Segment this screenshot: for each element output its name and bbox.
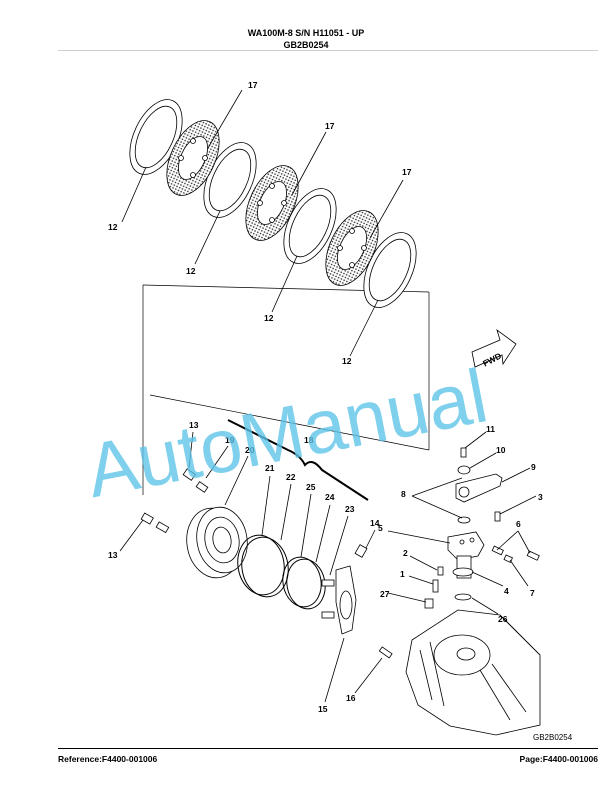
model-serial-title: WA100M-8 S/N H11051 - UP <box>247 28 365 38</box>
header-divider <box>58 50 598 51</box>
callout-11: 11 <box>486 424 495 434</box>
seal-rings <box>237 534 326 610</box>
footer-divider <box>58 748 598 749</box>
brake-linkage <box>455 447 503 524</box>
callout-21: 21 <box>265 463 275 473</box>
page-header: WA100M-8 S/N H11051 - UP GB2B0254 <box>0 27 612 51</box>
callout-17-c: 17 <box>402 167 412 177</box>
callout-12-a: 12 <box>108 222 118 232</box>
callout-12-c: 12 <box>264 313 274 323</box>
figure-code-label: GB2B0254 <box>533 733 573 742</box>
callout-27: 27 <box>380 589 390 599</box>
callout-7: 7 <box>530 588 535 598</box>
callout-16: 16 <box>346 693 356 703</box>
callout-8: 8 <box>401 489 406 499</box>
bolt-13-upper <box>182 468 209 493</box>
steel-plate-1 <box>129 99 183 175</box>
steel-plate-4 <box>363 232 417 308</box>
callout-13-a: 13 <box>189 420 199 430</box>
callout-3: 3 <box>538 492 543 502</box>
callout-14: 14 <box>370 518 380 528</box>
group-18-bracket <box>227 419 369 501</box>
brake-lever-housing <box>321 544 368 635</box>
callout-10: 10 <box>496 445 506 455</box>
callout-labels: 17 17 17 12 12 12 12 13 19 18 20 21 22 2… <box>108 80 543 714</box>
callout-22: 22 <box>286 472 296 482</box>
callout-2: 2 <box>403 548 408 558</box>
callout-25: 25 <box>306 482 316 492</box>
friction-disc-3 <box>325 210 379 286</box>
callout-17-a: 17 <box>248 80 258 90</box>
callout-12-d: 12 <box>342 356 352 366</box>
callout-4: 4 <box>504 586 509 596</box>
friction-disc-2 <box>245 165 299 241</box>
bolt-13-lower <box>140 512 170 534</box>
watermark-text: AutoManual <box>80 353 494 514</box>
callout-1: 1 <box>400 569 405 579</box>
callout-15: 15 <box>318 704 328 714</box>
brake-piston <box>186 506 248 579</box>
axle-housing <box>405 609 541 736</box>
steel-plate-2 <box>203 142 257 218</box>
callout-5: 5 <box>378 523 383 533</box>
steel-plate-3 <box>283 188 337 264</box>
brake-shaft <box>424 531 540 609</box>
friction-disc-1 <box>166 120 220 196</box>
reference-number: Reference:F4400-001006 <box>58 754 158 764</box>
callout-23: 23 <box>345 504 355 514</box>
callout-13-b: 13 <box>108 550 118 560</box>
callout-leader-lines <box>119 89 537 703</box>
callout-18: 18 <box>304 435 314 445</box>
page-number: Page:F4400-001006 <box>519 754 598 764</box>
callout-19: 19 <box>225 435 235 445</box>
callout-6: 6 <box>516 519 521 529</box>
callout-20: 20 <box>245 445 255 455</box>
callout-26: 26 <box>498 614 508 624</box>
figure-code-title: GB2B0254 <box>283 40 329 50</box>
bleeder-16 <box>378 646 393 659</box>
callout-9: 9 <box>531 462 536 472</box>
callout-17-b: 17 <box>325 121 335 131</box>
callout-12-b: 12 <box>186 266 196 276</box>
callout-24: 24 <box>325 492 335 502</box>
